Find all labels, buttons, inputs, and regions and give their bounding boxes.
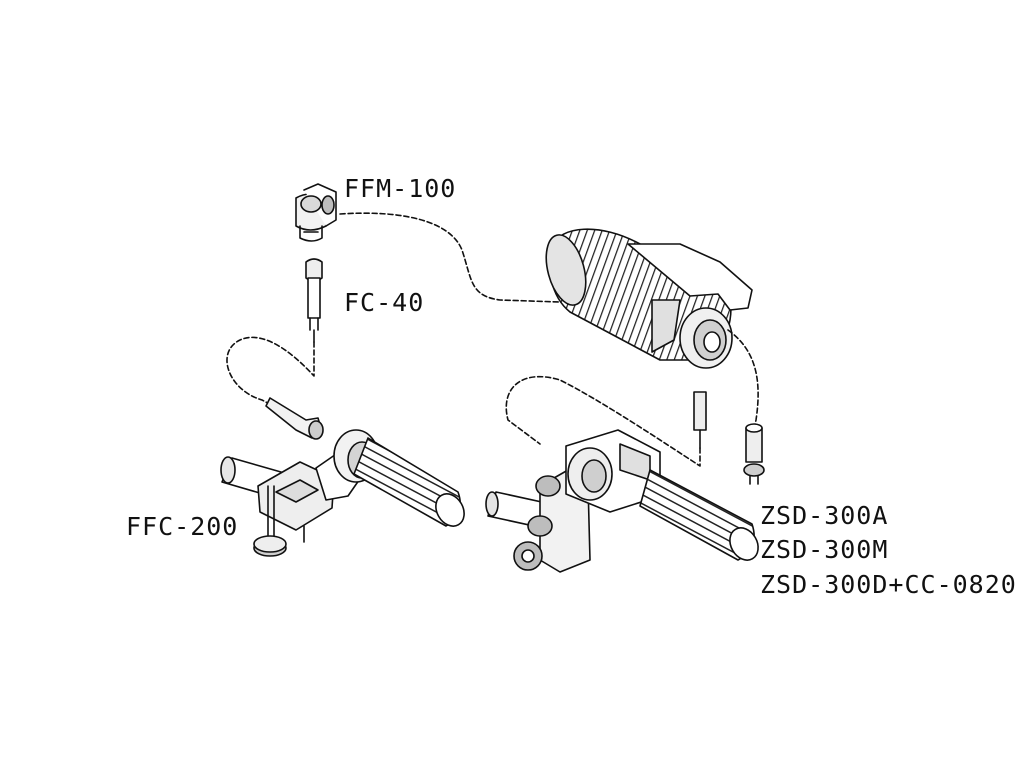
ffm-100-connector [295, 183, 337, 242]
zsd-mic-body [545, 228, 753, 369]
zsd-cable [727, 329, 759, 431]
grip-cable [505, 375, 701, 467]
label-zsd-300m: ZSD-300M [760, 535, 889, 564]
label-ffm-100: FFM-100 [344, 174, 457, 203]
label-fc-40: FC-40 [344, 288, 425, 317]
zsd-grip-mount [485, 429, 759, 573]
inline-connector [693, 391, 707, 449]
ffm-cable [339, 212, 561, 303]
ffc-200-mount [220, 429, 465, 557]
label-zsd-300d-cc-0820: ZSD-300D+CC-0820 [760, 570, 1017, 599]
fc-cable [226, 336, 315, 417]
label-zsd-300a: ZSD-300A [760, 501, 889, 530]
fc-40-connector [305, 258, 323, 343]
zsd-plug [743, 423, 765, 485]
fc-plug [265, 397, 324, 440]
label-ffc-200: FFC-200 [126, 512, 239, 541]
